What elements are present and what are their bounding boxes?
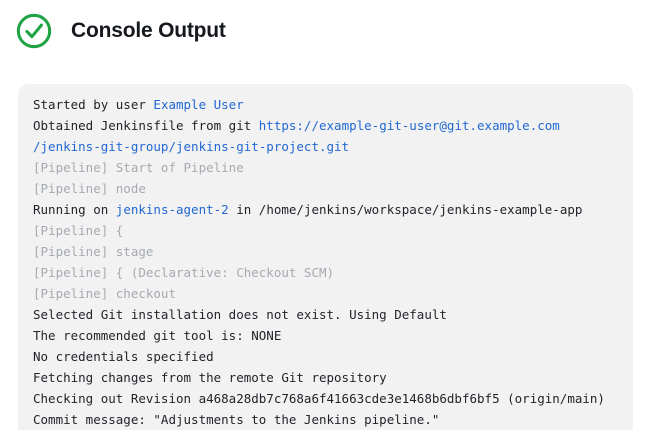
success-check-icon <box>16 13 52 49</box>
console-text: Commit message: "Adjustments to the Jenk… <box>33 412 440 427</box>
console-line: Commit message: "Adjustments to the Jenk… <box>33 409 618 430</box>
console-link[interactable]: Example User <box>153 97 244 112</box>
console-line: Started by user Example User <box>33 94 618 115</box>
console-text: The recommended git tool is: NONE <box>33 328 282 343</box>
console-link[interactable]: /jenkins-git-group/jenkins-git-project.g… <box>33 139 350 154</box>
console-line: [Pipeline] stage <box>33 241 618 262</box>
console-text: [Pipeline] Start of Pipeline <box>33 160 244 175</box>
console-link[interactable]: https://example-git-user@git.example.com <box>258 118 560 133</box>
console-line: [Pipeline] { (Declarative: Checkout SCM) <box>33 262 618 283</box>
console-text: Checking out Revision a468a28db7c768a6f4… <box>33 391 605 406</box>
console-text: Selected Git installation does not exist… <box>33 307 447 322</box>
console-text: [Pipeline] node <box>33 181 146 196</box>
console-text: Fetching changes from the remote Git rep… <box>33 370 387 385</box>
console-line: Checking out Revision a468a28db7c768a6f4… <box>33 388 618 409</box>
console-line: [Pipeline] Start of Pipeline <box>33 157 618 178</box>
console-text: [Pipeline] checkout <box>33 286 176 301</box>
console-link[interactable]: jenkins-agent-2 <box>115 202 229 217</box>
console-text: Obtained Jenkinsfile from git <box>33 118 259 133</box>
console-line: Selected Git installation does not exist… <box>33 304 618 325</box>
console-line: Running on jenkins-agent-2 in /home/jenk… <box>33 199 618 220</box>
console-text: No credentials specified <box>33 349 214 364</box>
console-line: The recommended git tool is: NONE <box>33 325 618 346</box>
console-text: [Pipeline] { <box>33 223 124 238</box>
page-header: Console Output <box>0 0 650 50</box>
console-line: Fetching changes from the remote Git rep… <box>33 367 618 388</box>
console-text: Started by user <box>33 97 154 112</box>
console-line: Obtained Jenkinsfile from git https://ex… <box>33 115 618 136</box>
console-text: Running on <box>33 202 116 217</box>
console-text: [Pipeline] { (Declarative: Checkout SCM) <box>33 265 335 280</box>
console-line: [Pipeline] node <box>33 178 618 199</box>
page-title: Console Output <box>71 19 226 42</box>
console-text: in /home/jenkins/workspace/jenkins-examp… <box>228 202 583 217</box>
console-text: [Pipeline] stage <box>33 244 154 259</box>
console-line: [Pipeline] { <box>33 220 618 241</box>
console-line: /jenkins-git-group/jenkins-git-project.g… <box>33 136 618 157</box>
console-line: No credentials specified <box>33 346 618 367</box>
console-line: [Pipeline] checkout <box>33 283 618 304</box>
